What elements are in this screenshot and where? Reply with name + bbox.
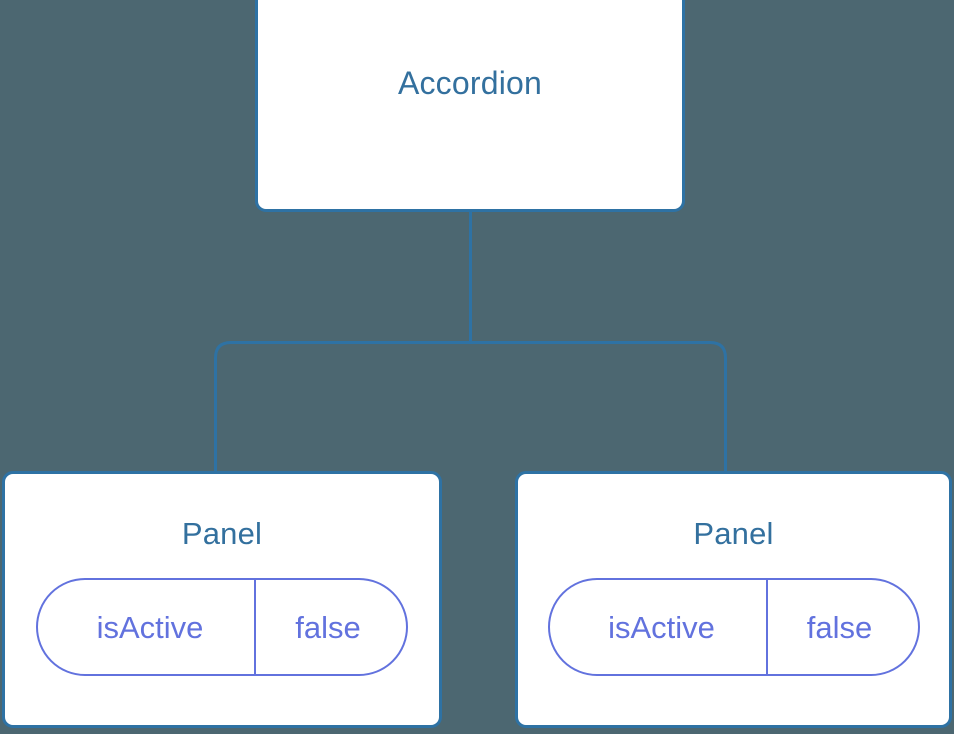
prop-value-is-active: false [254, 580, 406, 675]
prop-value-is-active: false [765, 580, 918, 675]
connector-branch-left [214, 341, 471, 474]
node-panel-2[interactable]: Panel isActive false [515, 471, 952, 728]
node-panel-1-label: Panel [181, 516, 263, 551]
prop-pill-panel-1[interactable]: isActive false [36, 578, 408, 677]
prop-key-is-active: isActive [96, 609, 204, 645]
node-accordion[interactable]: Accordion [255, 0, 685, 212]
prop-key-is-active: isActive [608, 609, 715, 645]
node-panel-1[interactable]: Panel isActive false [2, 471, 442, 728]
prop-pill-panel-2[interactable]: isActive false [547, 578, 920, 677]
connector-branch-right [470, 341, 727, 474]
node-panel-2-label: Panel [693, 516, 774, 551]
node-accordion-label: Accordion [397, 65, 543, 102]
